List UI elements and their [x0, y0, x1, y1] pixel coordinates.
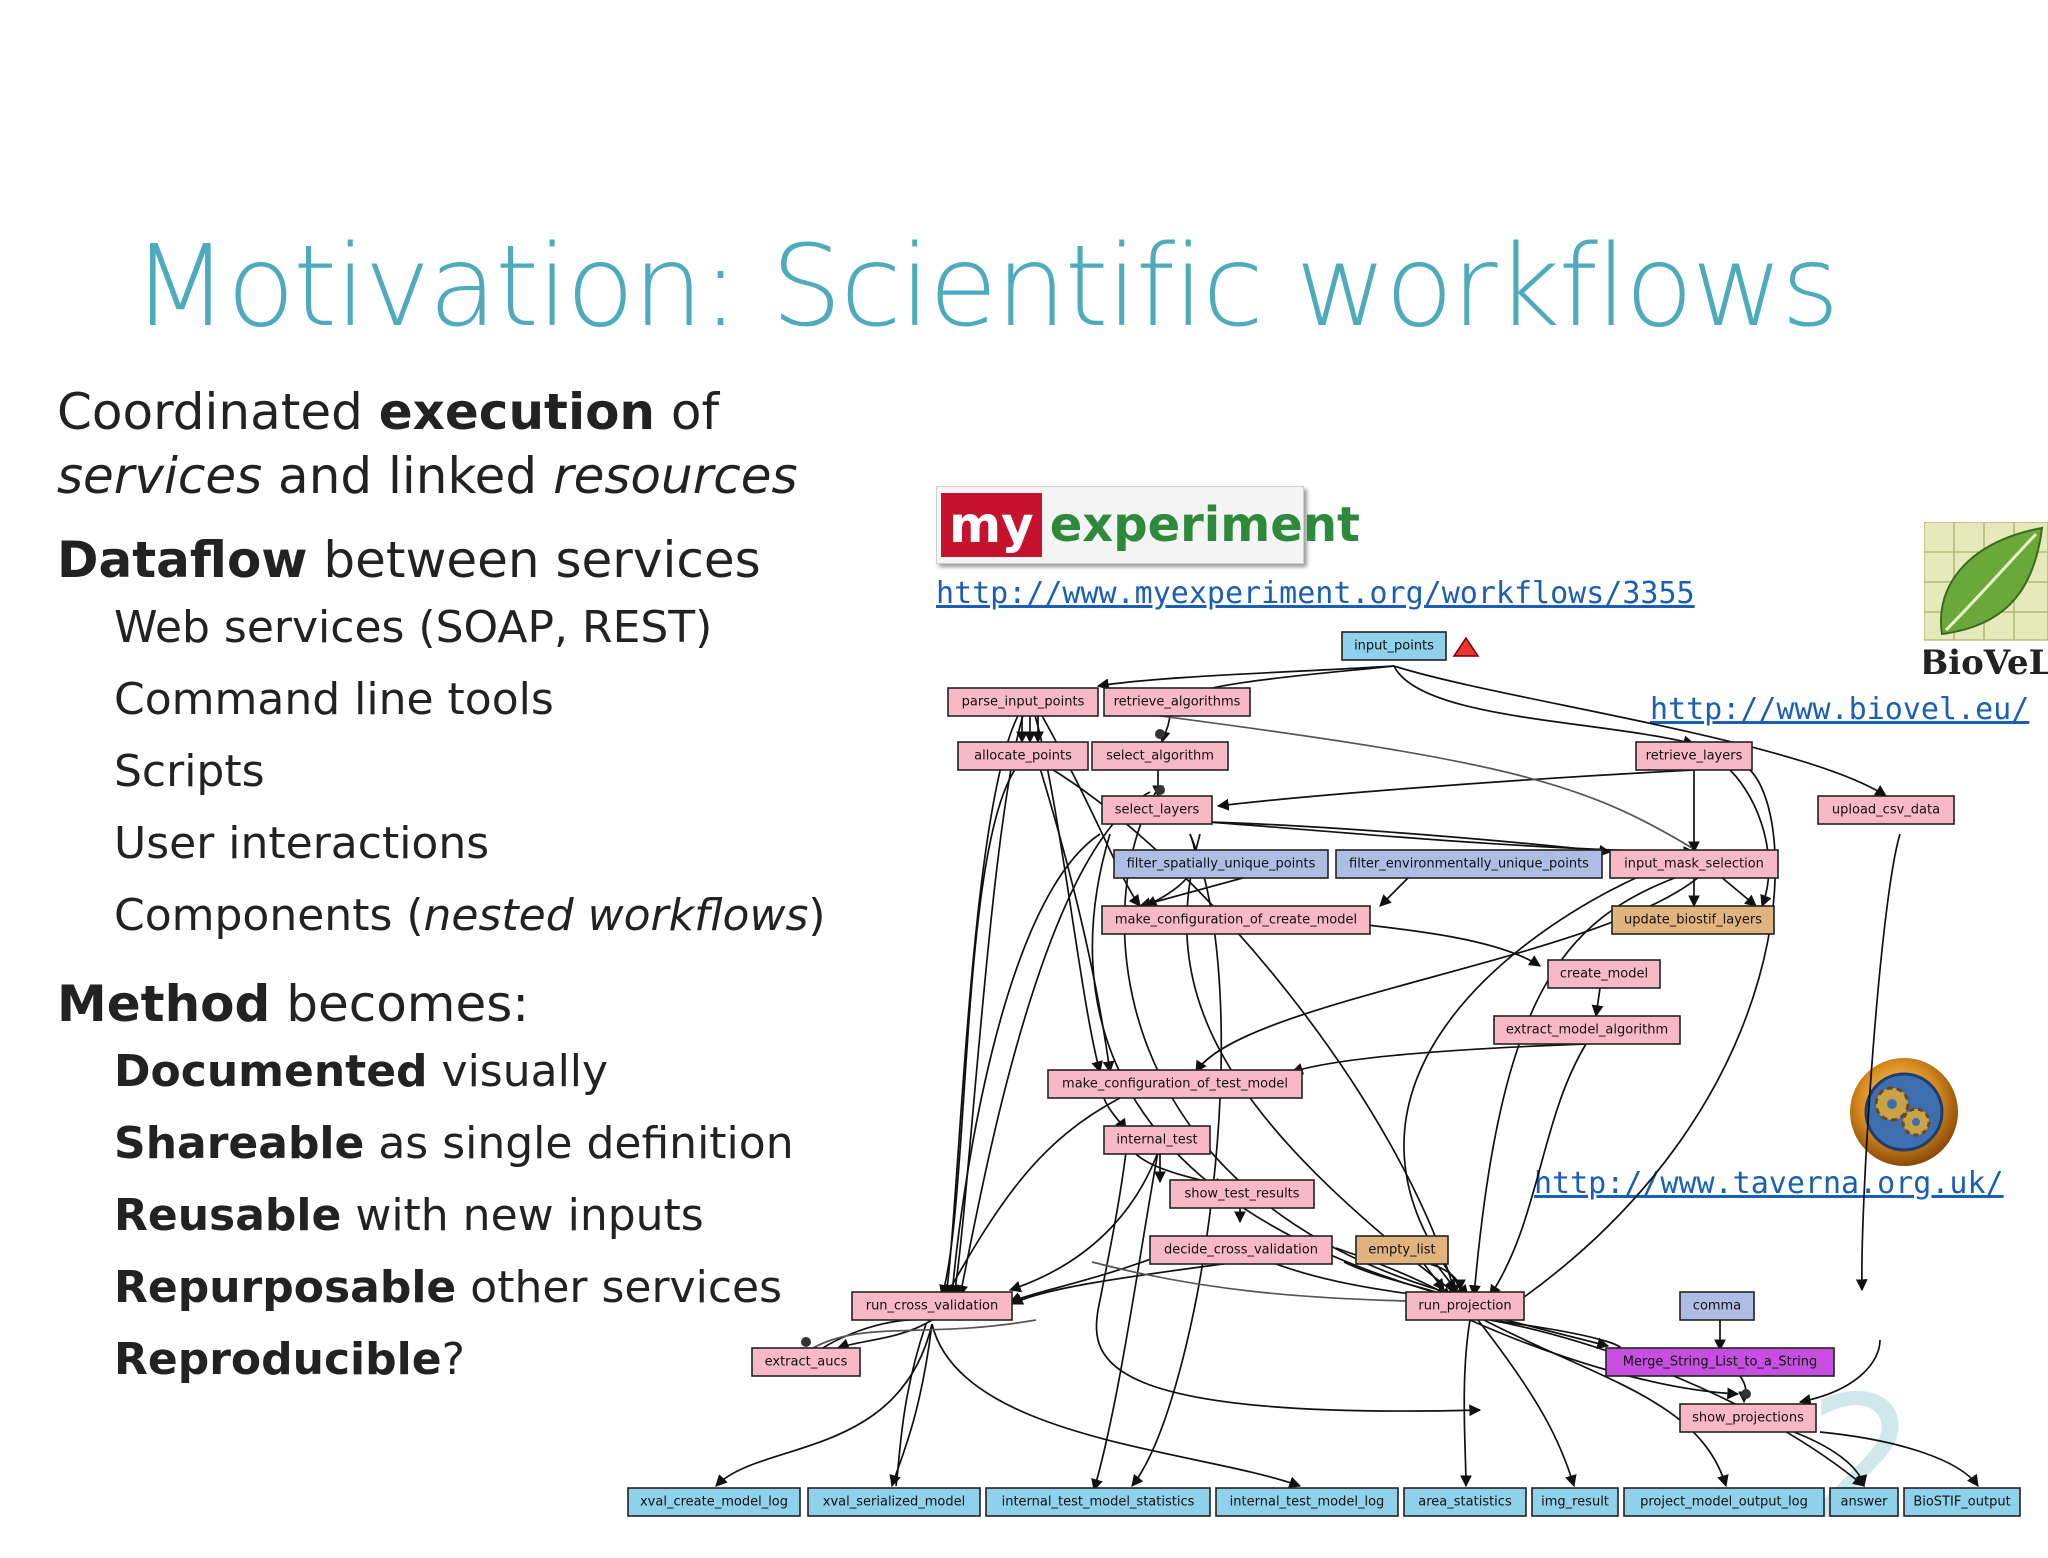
sub-bullet: Documented visually — [114, 1046, 609, 1097]
node-internal-test-model-statistics: internal_test_model_statistics — [985, 1487, 1211, 1517]
node-merge-string-list: Merge_String_List_to_a_String — [1605, 1347, 1835, 1377]
node-parse-input-points: parse_input_points — [947, 687, 1099, 717]
svg-text:area_statistics: area_statistics — [1418, 1495, 1512, 1510]
svg-text:BioSTIF_output: BioSTIF_output — [1913, 1495, 2010, 1510]
node-internal-test-model-log: internal_test_model_log — [1215, 1487, 1399, 1517]
node-show-test-results: show_test_results — [1169, 1179, 1315, 1209]
svg-text:filter_spatially_unique_points: filter_spatially_unique_points — [1127, 857, 1316, 872]
svg-text:answer: answer — [1841, 1495, 1889, 1510]
node-make-configuration-of-create-model: make_configuration_of_create_model — [1101, 905, 1371, 935]
bullet-list: Coordinated execution of services and li… — [57, 380, 837, 1396]
svg-text:project_model_output_log: project_model_output_log — [1640, 1495, 1808, 1510]
svg-text:show_test_results: show_test_results — [1184, 1187, 1299, 1202]
node-filter-spatially-unique-points: filter_spatially_unique_points — [1113, 849, 1329, 879]
sub-bullet: Web services (SOAP, REST) — [114, 602, 713, 653]
node-input-points: input_points — [1341, 631, 1447, 661]
slide-title: Motivation: Scientific workflows — [132, 222, 1839, 352]
node-biostif-output: BioSTIF_output — [1903, 1487, 2021, 1517]
workflow-edges — [715, 665, 1979, 1492]
svg-text:upload_csv_data: upload_csv_data — [1832, 803, 1940, 818]
svg-text:filter_environmentally_unique_: filter_environmentally_unique_points — [1349, 857, 1589, 872]
svg-text:make_configuration_of_test_mod: make_configuration_of_test_model — [1062, 1077, 1288, 1092]
node-answer: answer — [1829, 1487, 1899, 1517]
svg-text:internal_test_model_log: internal_test_model_log — [1230, 1495, 1385, 1510]
node-empty-list: empty_list — [1355, 1235, 1449, 1265]
node-allocate-points: allocate_points — [957, 741, 1089, 771]
node-extract-aucs: extract_aucs — [751, 1347, 861, 1377]
node-make-configuration-of-test-model: make_configuration_of_test_model — [1047, 1069, 1303, 1099]
node-img-result: img_result — [1531, 1487, 1619, 1517]
sub-bullet: Reusable with new inputs — [114, 1190, 704, 1241]
node-project-model-output-log: project_model_output_log — [1623, 1487, 1825, 1517]
bullet-coordinated: Coordinated execution of — [57, 383, 720, 441]
svg-text:internal_test: internal_test — [1116, 1133, 1197, 1148]
node-internal-test: internal_test — [1103, 1125, 1211, 1155]
biovel-logo-text: BioVeL — [1924, 643, 2048, 682]
node-xval-serialized-model: xval_serialized_model — [807, 1487, 981, 1517]
svg-text:input_points: input_points — [1354, 639, 1434, 654]
node-select-algorithm: select_algorithm — [1091, 741, 1229, 771]
svg-text:select_layers: select_layers — [1115, 803, 1200, 818]
taverna-link[interactable]: http://www.taverna.org.uk/ — [1534, 1166, 2004, 1201]
svg-text:allocate_points: allocate_points — [974, 749, 1072, 764]
sub-bullet: Repurposable other services — [114, 1262, 783, 1313]
sub-bullet: Command line tools — [114, 674, 554, 725]
svg-text:input_mask_selection: input_mask_selection — [1624, 857, 1764, 872]
svg-text:extract_model_algorithm: extract_model_algorithm — [1506, 1023, 1668, 1038]
svg-text:parse_input_points: parse_input_points — [962, 695, 1085, 710]
svg-text:internal_test_model_statistics: internal_test_model_statistics — [1002, 1495, 1195, 1510]
node-retrieve-layers: retrieve_layers — [1635, 741, 1753, 771]
sub-bullet: Shareable as single definition — [114, 1118, 794, 1169]
svg-text:update_biostif_layers: update_biostif_layers — [1624, 913, 1762, 928]
sub-bullet-components: Components (nested workflows) — [114, 890, 826, 941]
node-xval-create-model-log: xval_create_model_log — [627, 1487, 801, 1517]
svg-text:show_projections: show_projections — [1692, 1411, 1804, 1426]
sub-bullet: Scripts — [114, 746, 265, 797]
svg-text:xval_create_model_log: xval_create_model_log — [640, 1495, 788, 1510]
svg-text:run_projection: run_projection — [1418, 1299, 1511, 1314]
svg-text:create_model: create_model — [1560, 967, 1648, 982]
svg-text:img_result: img_result — [1541, 1495, 1609, 1510]
node-input-mask-selection: input_mask_selection — [1609, 849, 1779, 879]
bullet-dataflow: Dataflow between services — [57, 531, 761, 589]
node-retrieve-algorithms: retrieve_algorithms — [1103, 687, 1251, 717]
bullet-method: Method becomes: — [57, 975, 530, 1033]
node-extract-model-algorithm: extract_model_algorithm — [1493, 1015, 1681, 1045]
svg-text:extract_aucs: extract_aucs — [765, 1355, 848, 1370]
svg-text:Merge_String_List_to_a_String: Merge_String_List_to_a_String — [1623, 1355, 1817, 1370]
svg-text:comma: comma — [1693, 1299, 1741, 1314]
svg-text:decide_cross_validation: decide_cross_validation — [1164, 1243, 1318, 1258]
svg-text:retrieve_layers: retrieve_layers — [1646, 749, 1743, 764]
biovel-logo: BioVeL — [1919, 521, 2048, 683]
node-run-cross-validation: run_cross_validation — [851, 1291, 1013, 1321]
svg-text:empty_list: empty_list — [1368, 1243, 1435, 1258]
node-upload-csv-data: upload_csv_data — [1817, 795, 1955, 825]
node-update-biostif-layers: update_biostif_layers — [1611, 905, 1775, 935]
svg-text:select_algorithm: select_algorithm — [1106, 749, 1214, 764]
node-filter-environmentally-unique-points: filter_environmentally_unique_points — [1335, 849, 1603, 879]
sub-bullet: User interactions — [114, 818, 490, 869]
node-comma: comma — [1679, 1291, 1755, 1321]
node-create-model: create_model — [1547, 959, 1661, 989]
biovel-link[interactable]: http://www.biovel.eu/ — [1650, 692, 2030, 727]
taverna-logo — [1848, 1056, 1960, 1168]
bullet-coordinated-line2: services and linked resources — [57, 447, 798, 505]
svg-text:xval_serialized_model: xval_serialized_model — [823, 1495, 965, 1510]
node-run-projection: run_projection — [1405, 1291, 1525, 1321]
node-show-projections: show_projections — [1679, 1403, 1817, 1433]
svg-text:retrieve_algorithms: retrieve_algorithms — [1114, 695, 1241, 710]
page-number: 2 — [1808, 1360, 1917, 1558]
node-decide-cross-validation: decide_cross_validation — [1149, 1235, 1333, 1265]
node-area-statistics: area_statistics — [1403, 1487, 1527, 1517]
sub-bullet: Reproducible? — [114, 1334, 465, 1385]
svg-text:run_cross_validation: run_cross_validation — [866, 1299, 999, 1314]
workflow-port-dots — [801, 636, 1751, 1399]
node-select-layers: select_layers — [1101, 795, 1213, 825]
svg-text:make_configuration_of_create_m: make_configuration_of_create_model — [1115, 913, 1357, 928]
myexperiment-link[interactable]: http://www.myexperiment.org/workflows/33… — [936, 576, 1695, 611]
